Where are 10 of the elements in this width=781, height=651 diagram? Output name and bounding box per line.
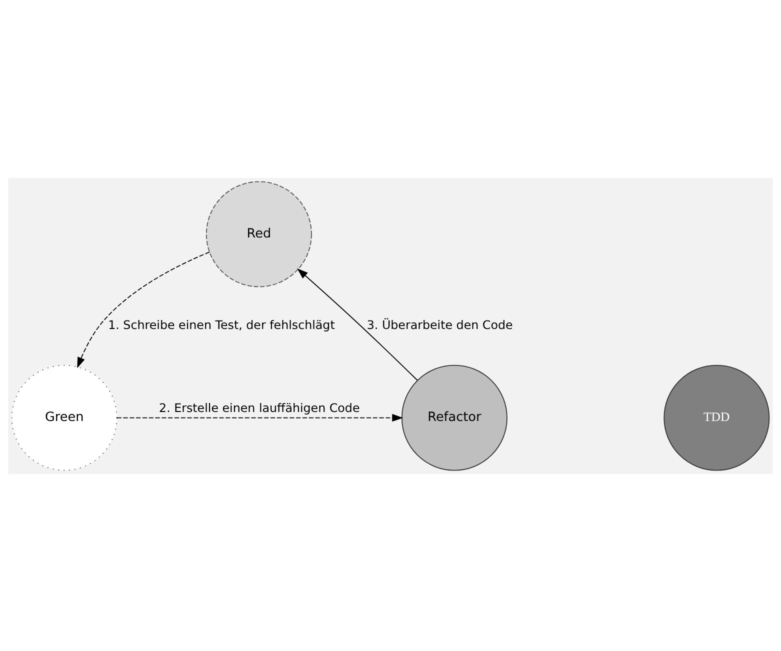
edge-label: 2. Erstelle einen lauffähigen Code (159, 400, 360, 414)
arrow (77, 251, 210, 368)
node-circle: Refactor (401, 364, 508, 470)
edge-label: 1. Schreibe einen Test, der fehlschlägt (108, 318, 335, 332)
node-circle: TDD (664, 364, 770, 470)
node-circle: Red (206, 180, 312, 287)
node-circle: Green (11, 364, 118, 470)
arrow (116, 413, 404, 422)
arrow (297, 268, 418, 380)
edge-label: 3. Überarbeite den Code (366, 318, 513, 332)
